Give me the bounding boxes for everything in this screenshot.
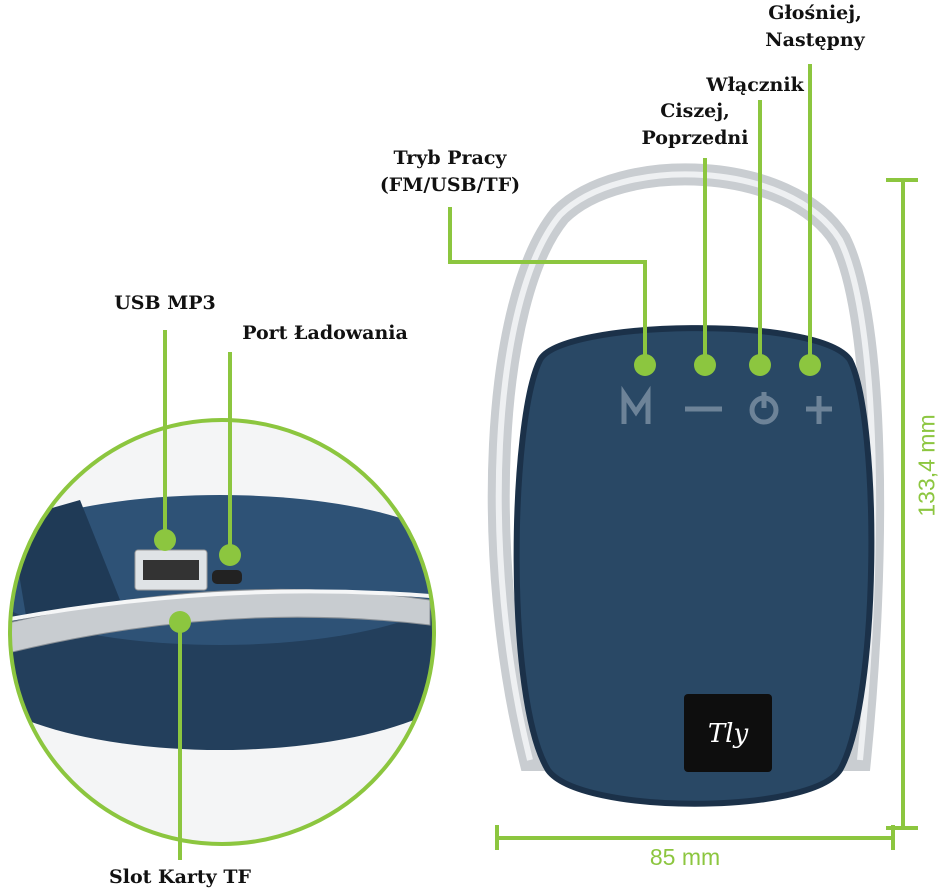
- callout-tf-slot: Slot Karty TF: [85, 864, 275, 891]
- width-dimension-label: 85 mm: [649, 844, 721, 870]
- callout-mode-line1: Tryb Pracy: [393, 147, 507, 169]
- control-button-glyphs: [621, 385, 832, 425]
- callout-volume-up: Głośniej, Następny: [740, 0, 890, 54]
- callout-lines: [163, 64, 918, 860]
- callout-charging-line1: Port Ładowania: [242, 322, 408, 344]
- callout-volume-down-line2: Poprzedni: [641, 127, 749, 149]
- callout-tf-slot-line1: Slot Karty TF: [109, 866, 251, 888]
- callout-volume-down-line1: Ciszej,: [660, 100, 730, 122]
- callout-volume-up-line2: Następny: [765, 29, 865, 51]
- callout-power: Włącznik: [685, 72, 825, 99]
- callout-dots: [154, 354, 821, 633]
- callout-usb: USB MP3: [95, 290, 235, 317]
- callout-volume-up-line1: Głośniej,: [768, 2, 862, 24]
- svg-text:Tly: Tly: [708, 719, 749, 749]
- callout-volume-down: Ciszej, Poprzedni: [620, 98, 770, 152]
- callout-power-line1: Włącznik: [706, 74, 804, 96]
- callout-mode-line2: (FM/USB/TF): [379, 174, 521, 196]
- callout-mode: Tryb Pracy (FM/USB/TF): [360, 145, 540, 199]
- speaker-product: Tly: [487, 163, 885, 807]
- brand-logo: [684, 694, 772, 772]
- height-dimension-label: 133,4 mm: [913, 414, 939, 517]
- callout-usb-line1: USB MP3: [114, 292, 216, 314]
- port-closeup-inset: [8, 418, 436, 846]
- callout-charging: Port Ładowania: [220, 320, 430, 347]
